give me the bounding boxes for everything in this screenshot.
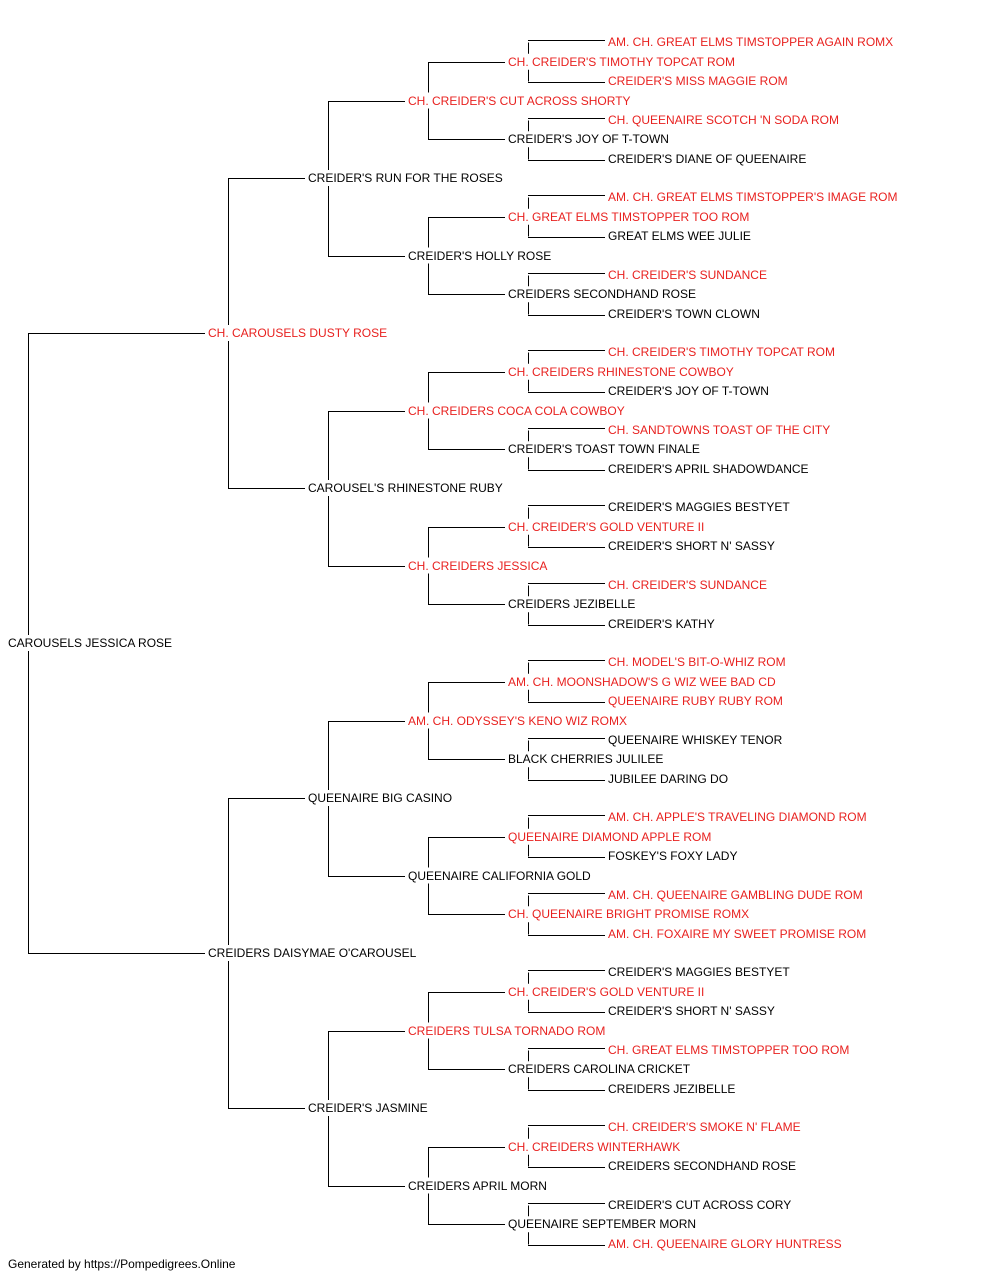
ancestor-name: AM. CH. GREAT ELMS TIMSTOPPER AGAIN ROMX (608, 35, 894, 50)
ancestor-name: CREIDER'S RUN FOR THE ROSES (308, 171, 503, 185)
ancestor-name: CH. CREIDER'S SUNDANCE (608, 577, 767, 592)
ancestor-name: CH. CREIDER'S GOLD VENTURE II (508, 519, 705, 534)
ancestor-name: CH. SANDTOWNS TOAST OF THE CITY (608, 422, 831, 437)
ancestor-name: FOSKEY'S FOXY LADY (608, 849, 738, 864)
ancestor-name: JUBILEE DARING DO (608, 771, 729, 786)
ancestor-name: QUEENAIRE BIG CASINO (308, 791, 453, 805)
ancestor-name: CREIDER'S MAGGIES BESTYET (608, 500, 790, 515)
ancestor-name: QUEENAIRE RUBY RUBY ROM (608, 694, 783, 709)
ancestor-name: AM. CH. GREAT ELMS TIMSTOPPER'S IMAGE RO… (608, 190, 898, 205)
ancestor-name: AM. CH. APPLE'S TRAVELING DIAMOND ROM (608, 810, 867, 825)
ancestor-name: AM. CH. QUEENAIRE GLORY HUNTRESS (608, 1236, 842, 1251)
ancestor-name: CH. GREAT ELMS TIMSTOPPER TOO ROM (508, 209, 750, 224)
ancestor-name: CH. CREIDERS RHINESTONE COWBOY (508, 364, 734, 379)
ancestor-name: CREIDERS APRIL MORN (408, 1178, 547, 1193)
ancestor-name: CH. CAROUSELS DUSTY ROSE (208, 326, 388, 340)
ancestor-name: CH. CREIDER'S SUNDANCE (608, 267, 767, 282)
ancestor-name: CREIDER'S MAGGIES BESTYET (608, 965, 790, 980)
ancestor-name: CREIDER'S CUT ACROSS CORY (608, 1197, 792, 1212)
ancestor-name: CREIDER'S TOWN CLOWN (608, 306, 760, 321)
ancestor-name: CH. CREIDER'S SMOKE N' FLAME (608, 1120, 801, 1135)
ancestor-name: CH. CREIDERS WINTERHAWK (508, 1139, 681, 1154)
ancestor-name: CREIDER'S SHORT N' SASSY (608, 1004, 775, 1019)
ancestor-name: CREIDERS SECONDHAND ROSE (608, 1159, 797, 1174)
ancestor-name: AM. CH. QUEENAIRE GAMBLING DUDE ROM (608, 887, 863, 902)
ancestor-name: CH. CREIDER'S TIMOTHY TOPCAT ROM (508, 54, 735, 69)
ancestor-name: CREIDER'S HOLLY ROSE (408, 248, 552, 263)
ancestor-name: CREIDERS JEZIBELLE (508, 597, 636, 612)
ancestor-name: CREIDERS SECONDHAND ROSE (508, 287, 697, 302)
subject-name: CAROUSELS JESSICA ROSE (8, 636, 173, 650)
ancestor-name: CREIDER'S APRIL SHADOWDANCE (608, 461, 809, 476)
ancestor-name: CH. CREIDER'S CUT ACROSS SHORTY (408, 93, 631, 108)
ancestor-name: CREIDER'S SHORT N' SASSY (608, 539, 775, 554)
ancestor-name: CREIDER'S JOY OF T-TOWN (508, 132, 669, 147)
ancestor-name: CREIDER'S JASMINE (308, 1101, 428, 1115)
ancestor-name: CREIDER'S MISS MAGGIE ROM (608, 74, 788, 89)
ancestor-name: CREIDERS JEZIBELLE (608, 1081, 736, 1096)
ancestor-name: CAROUSEL'S RHINESTONE RUBY (308, 481, 503, 495)
ancestor-name: AM. CH. MOONSHADOW'S G WIZ WEE BAD CD (508, 674, 776, 689)
ancestor-name: AM. CH. FOXAIRE MY SWEET PROMISE ROM (608, 926, 867, 941)
ancestor-name: CREIDER'S DIANE OF QUEENAIRE (608, 151, 807, 166)
footer-credit: Generated by https://Pompedigrees.Online (8, 1257, 236, 1271)
ancestor-name: CH. CREIDERS COCA COLA COWBOY (408, 403, 625, 418)
ancestor-name: QUEENAIRE DIAMOND APPLE ROM (508, 829, 712, 844)
ancestor-name: CH. GREAT ELMS TIMSTOPPER TOO ROM (608, 1042, 850, 1057)
ancestor-name: CH. CREIDER'S GOLD VENTURE II (508, 984, 705, 999)
ancestor-name: QUEENAIRE WHISKEY TENOR (608, 732, 783, 747)
ancestor-name: QUEENAIRE CALIFORNIA GOLD (408, 868, 591, 883)
ancestor-name: CREIDERS DAISYMAE O'CAROUSEL (208, 946, 417, 960)
ancestor-name: CH. CREIDER'S TIMOTHY TOPCAT ROM (608, 345, 835, 360)
ancestor-name: BLACK CHERRIES JULILEE (508, 752, 664, 767)
ancestor-name: CH. QUEENAIRE BRIGHT PROMISE ROMX (508, 907, 750, 922)
ancestor-name: CREIDER'S JOY OF T-TOWN (608, 384, 769, 399)
ancestor-name: CREIDERS CAROLINA CRICKET (508, 1062, 691, 1077)
ancestor-name: CREIDERS TULSA TORNADO ROM (408, 1023, 606, 1038)
ancestor-name: GREAT ELMS WEE JULIE (608, 229, 751, 244)
ancestor-name: CH. CREIDERS JESSICA (408, 558, 548, 573)
ancestor-name: QUEENAIRE SEPTEMBER MORN (508, 1217, 697, 1232)
ancestor-name: CH. MODEL'S BIT-O-WHIZ ROM (608, 655, 786, 670)
ancestor-name: CREIDER'S KATHY (608, 616, 715, 631)
ancestor-name: CH. QUEENAIRE SCOTCH 'N SODA ROM (608, 112, 839, 127)
ancestor-name: CREIDER'S TOAST TOWN FINALE (508, 442, 700, 457)
ancestor-name: AM. CH. ODYSSEY'S KENO WIZ ROMX (408, 713, 627, 728)
